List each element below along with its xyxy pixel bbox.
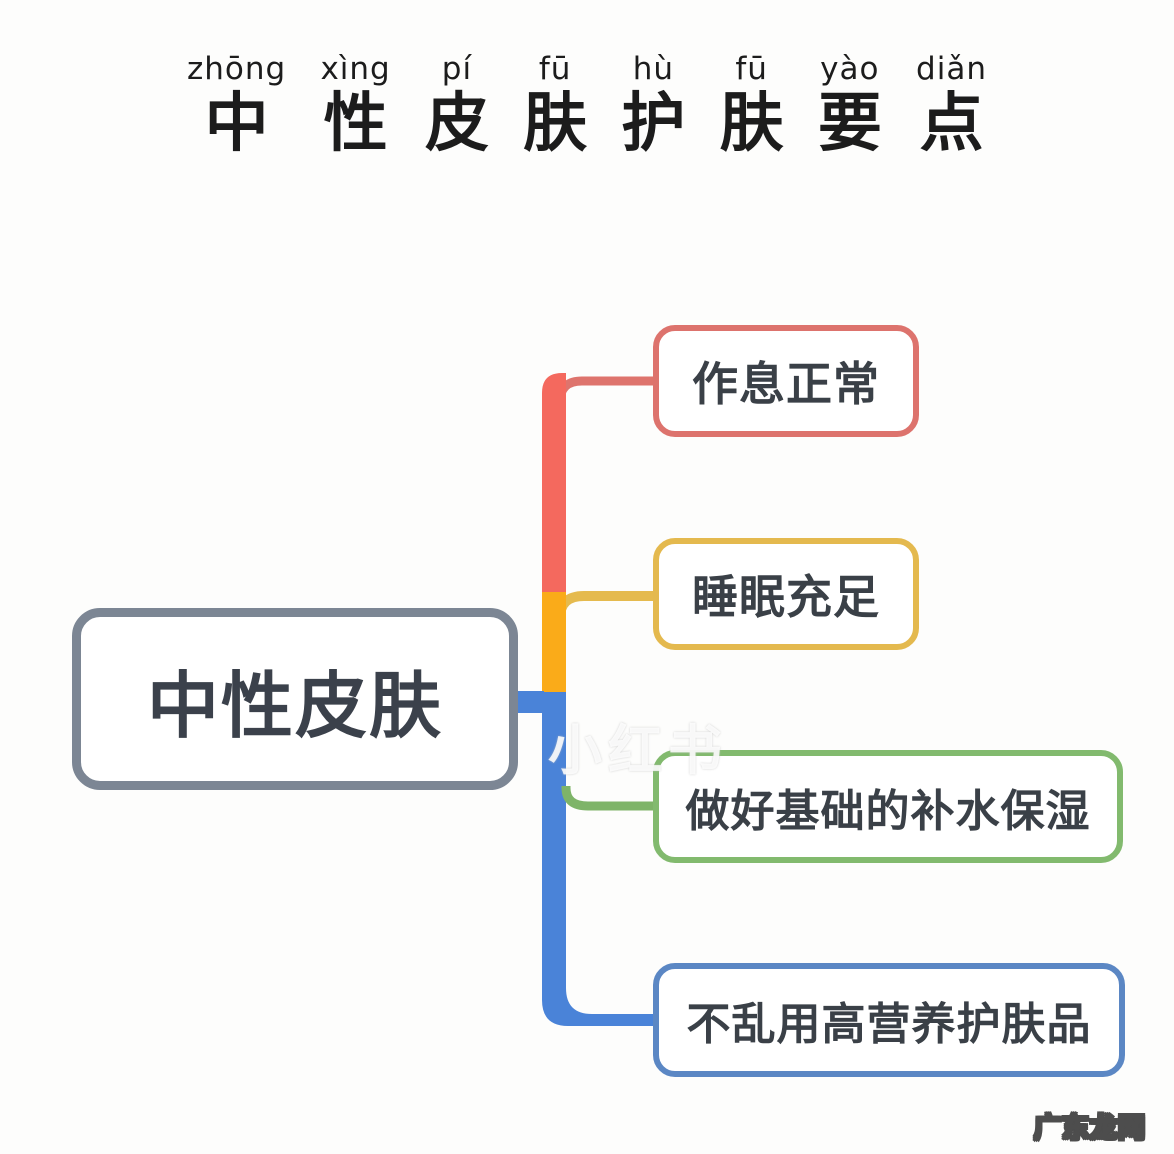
trunk-segment-red <box>542 373 566 596</box>
title-char-group: xìng 性 <box>320 52 390 162</box>
title-char: 肤 <box>523 87 588 162</box>
title-char-group: fū 肤 <box>523 52 587 162</box>
title-pinyin: hù <box>632 51 675 87</box>
page-title: zhōng 中 xìng 性 pí 皮 fū 肤 hù 护 fū 肤 yào 要… <box>187 52 987 162</box>
branch-node-4: 不乱用高营养护肤品 <box>653 963 1125 1077</box>
branch-line-1 <box>555 376 655 410</box>
title-char: 护 <box>621 87 686 162</box>
trunk-segment-blue <box>542 692 655 1026</box>
title-char: 性 <box>323 87 388 162</box>
title-pinyin: zhōng <box>187 51 287 87</box>
root-node: 中性皮肤 <box>72 608 518 790</box>
title-char-group: zhōng 中 <box>187 52 286 162</box>
branch-node-3: 做好基础的补水保湿 <box>653 750 1123 863</box>
title-char-group: fū 肤 <box>720 52 784 162</box>
branch-node-2: 睡眠充足 <box>653 538 919 650</box>
branch-line-2 <box>555 591 655 624</box>
title-pinyin: fū <box>735 51 768 87</box>
trunk-segment-yellow <box>542 592 566 694</box>
title-char-group: pí 皮 <box>425 52 489 162</box>
title-char-group: diǎn 点 <box>916 52 987 162</box>
branch-node-1: 作息正常 <box>653 325 919 437</box>
watermark-bottom-right: 广东龙网 <box>1033 1112 1146 1145</box>
title-char: 肤 <box>719 87 784 162</box>
title-pinyin: xìng <box>320 51 391 87</box>
title-char: 皮 <box>424 87 489 162</box>
title-pinyin: pí <box>441 51 473 87</box>
title-char-group: hù 护 <box>621 52 685 162</box>
title-pinyin: fū <box>538 51 572 87</box>
title-pinyin: yào <box>820 51 880 87</box>
title-char-group: yào 要 <box>818 52 882 162</box>
branch-line-3 <box>561 786 655 811</box>
title-pinyin: diǎn <box>916 51 987 87</box>
title-char: 中 <box>204 87 269 162</box>
title-char: 点 <box>919 87 984 162</box>
root-link-stub <box>510 691 544 713</box>
title-char: 要 <box>817 87 882 162</box>
